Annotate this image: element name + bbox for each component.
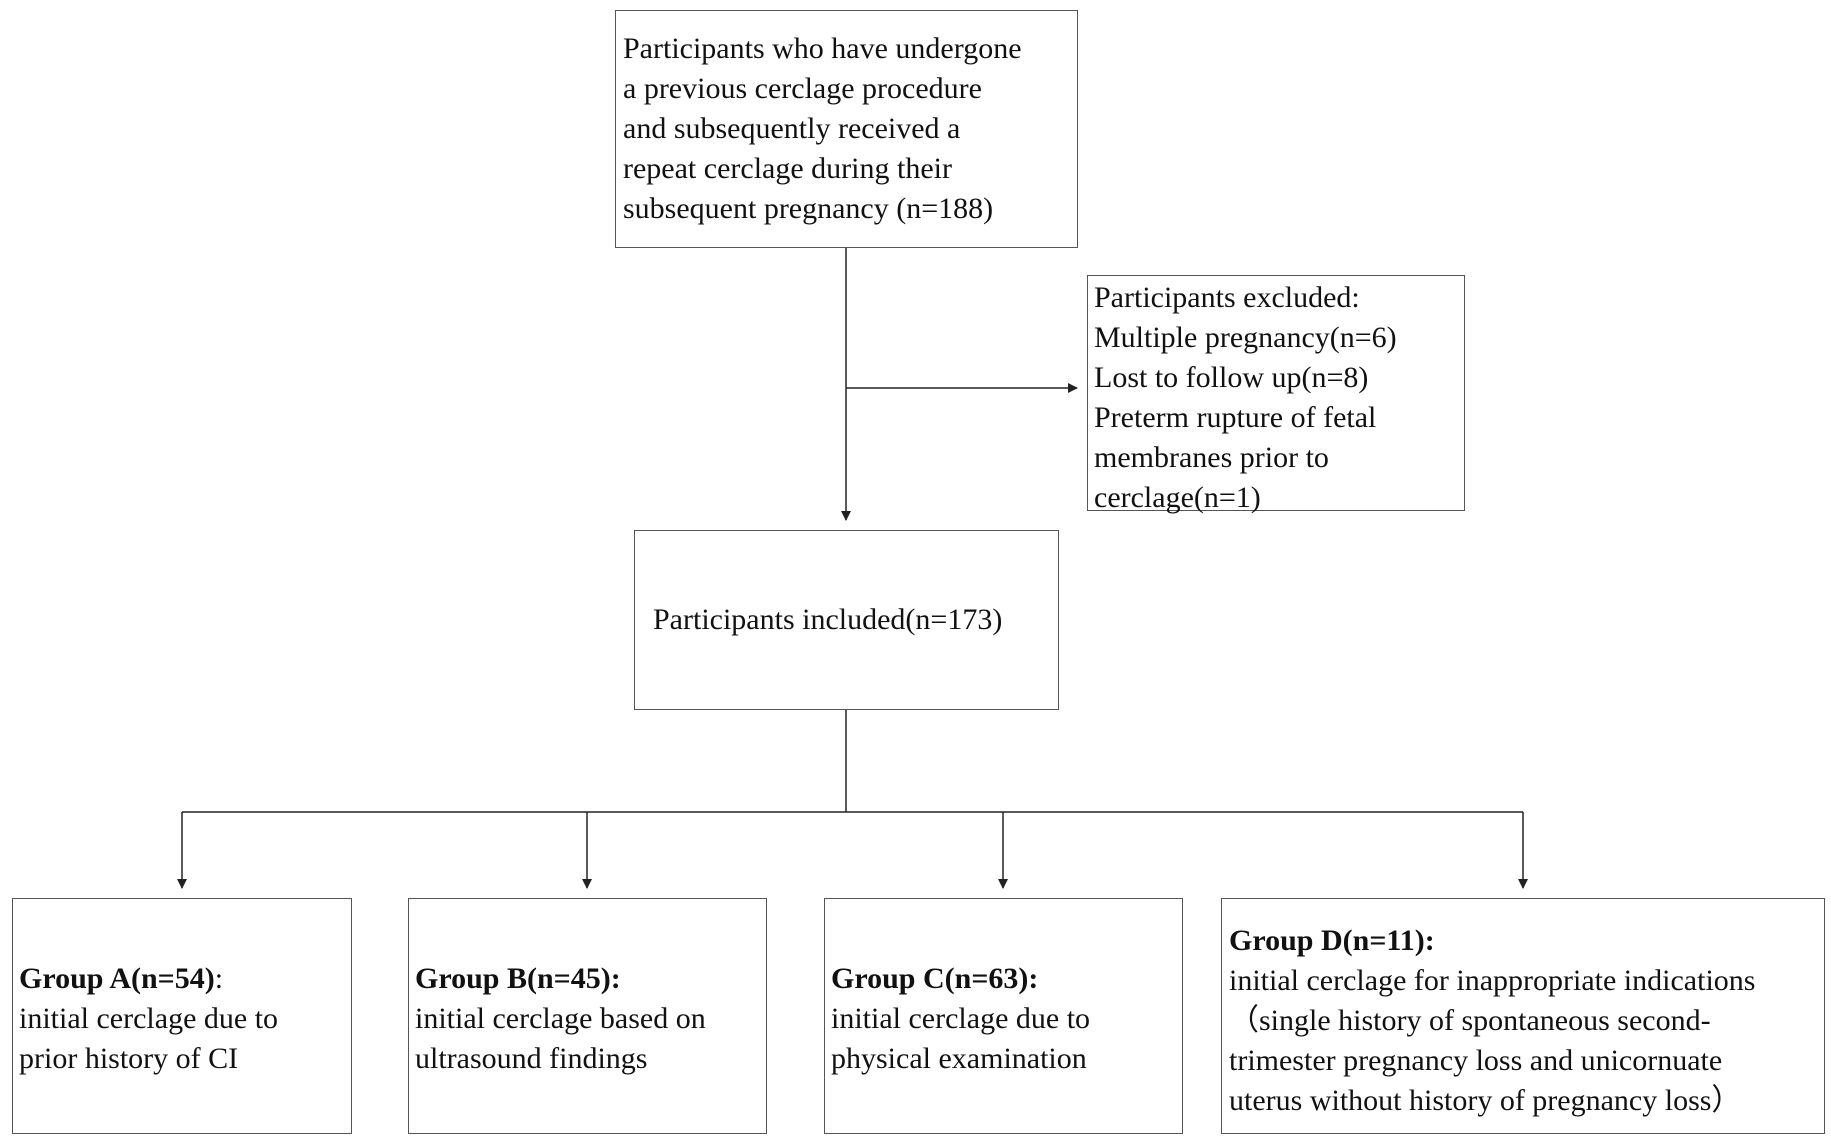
group-c-description: physical examination: [831, 1042, 1087, 1075]
group-c-title: Group C(n=63):: [831, 962, 1039, 995]
screened-participants-box: Participants who have undergone a previo…: [615, 10, 1078, 248]
group-a-title: Group A(n=54): [19, 962, 215, 995]
group-a-description: prior history of CI: [19, 1042, 239, 1075]
group-c-box: Group C(n=63): initial cerclage due to p…: [824, 898, 1183, 1134]
group-b-title: Group B(n=45):: [415, 962, 621, 995]
group-d-box: Group D(n=11): initial cerclage for inap…: [1221, 898, 1825, 1134]
included-participants-box: Participants included(n=173): [634, 530, 1059, 710]
group-a-title-line: Group A(n=54):: [19, 959, 351, 999]
group-c-title-line: Group C(n=63):: [831, 959, 1182, 999]
excluded-reason: membranes prior to: [1094, 441, 1329, 474]
excluded-reason: Preterm rupture of fetal: [1094, 401, 1377, 434]
group-a-colon: :: [214, 962, 224, 995]
group-c-description: initial cerclage due to: [831, 1002, 1091, 1035]
box-text-line: a previous cerclage procedure: [623, 72, 982, 105]
group-d-title-line: Group D(n=11):: [1229, 921, 1824, 961]
group-d-description: （single history of spontaneous second-: [1229, 1004, 1711, 1037]
group-b-box: Group B(n=45): initial cerclage based on…: [408, 898, 767, 1134]
excluded-participants-box: Participants excluded: Multiple pregnanc…: [1087, 275, 1465, 514]
group-b-title-line: Group B(n=45):: [415, 959, 766, 999]
box-text-line: Participants who have undergone: [623, 32, 1022, 65]
group-b-description: ultrasound findings: [415, 1042, 648, 1075]
excluded-heading: Participants excluded:: [1094, 281, 1360, 314]
box-text-line: subsequent pregnancy (n=188): [623, 192, 994, 225]
group-a-box: Group A(n=54): initial cerclage due to p…: [12, 898, 352, 1134]
group-a-description: initial cerclage due to: [19, 1002, 279, 1035]
group-d-description: trimester pregnancy loss and unicornuate: [1229, 1044, 1723, 1077]
box-text-line: repeat cerclage during their: [623, 152, 952, 185]
group-b-description: initial cerclage based on: [415, 1002, 706, 1035]
excluded-reason: cerclage(n=1): [1094, 481, 1261, 514]
group-d-description: initial cerclage for inappropriate indic…: [1229, 964, 1756, 997]
group-d-description: uterus without history of pregnancy loss…: [1229, 1084, 1742, 1117]
group-d-title: Group D(n=11):: [1229, 924, 1435, 957]
box-text-line: and subsequently received a: [623, 112, 961, 145]
excluded-reason: Multiple pregnancy(n=6): [1094, 321, 1397, 354]
included-label: Participants included(n=173): [653, 603, 1003, 636]
excluded-reason: Lost to follow up(n=8): [1094, 361, 1369, 394]
